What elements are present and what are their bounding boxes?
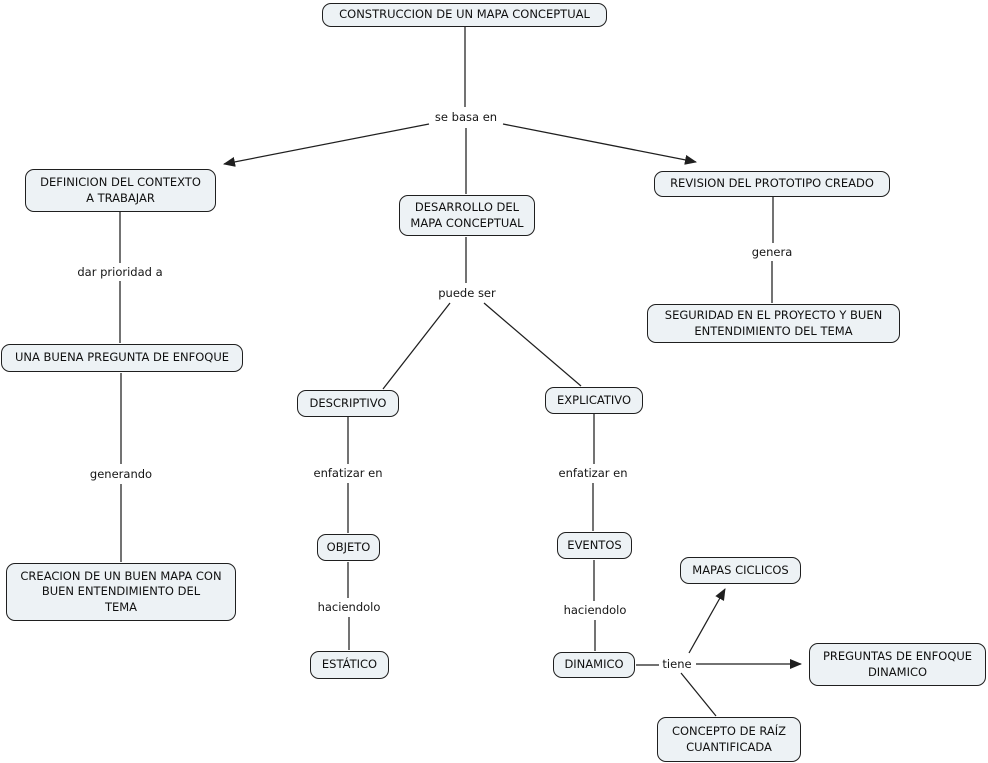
node-dinamico[interactable]: DINAMICO bbox=[553, 652, 635, 678]
node-mapas-ciclicos[interactable]: MAPAS CICLICOS bbox=[680, 557, 801, 584]
edge-tiene-conceptoraiz bbox=[680, 672, 717, 717]
node-seguridad[interactable]: SEGURIDAD EN EL PROYECTO Y BUEN ENTENDIM… bbox=[647, 304, 900, 343]
node-revision[interactable]: REVISION DEL PROTOTIPO CREADO bbox=[654, 171, 890, 197]
link-label-enfatizar-izq[interactable]: enfatizar en bbox=[313, 466, 383, 480]
node-estatico[interactable]: ESTÁTICO bbox=[310, 651, 389, 679]
edge-sebasaen-revision bbox=[502, 123, 697, 165]
link-label-genera[interactable]: genera bbox=[751, 245, 793, 259]
node-preguntas-enfoque[interactable]: PREGUNTAS DE ENFOQUE DINAMICO bbox=[809, 643, 986, 686]
node-creacion[interactable]: CREACION DE UN BUEN MAPA CON BUEN ENTEND… bbox=[6, 563, 236, 621]
link-label-se-basa-en[interactable]: se basa en bbox=[434, 110, 498, 124]
link-label-tiene[interactable]: tiene bbox=[662, 657, 692, 671]
node-objeto[interactable]: OBJETO bbox=[317, 534, 380, 561]
node-descriptivo[interactable]: DESCRIPTIVO bbox=[297, 390, 399, 417]
edge-sebasaen-definicion bbox=[223, 123, 430, 167]
node-desarrollo[interactable]: DESARROLLO DEL MAPA CONCEPTUAL bbox=[399, 195, 535, 236]
link-label-haciendolo-der[interactable]: haciendolo bbox=[563, 603, 627, 617]
edge-puedeser-explicativo bbox=[483, 302, 582, 387]
node-construccion[interactable]: CONSTRUCCION DE UN MAPA CONCEPTUAL bbox=[322, 3, 607, 27]
node-eventos[interactable]: EVENTOS bbox=[557, 532, 632, 559]
link-label-generando[interactable]: generando bbox=[89, 467, 153, 481]
node-una-buena-pregunta[interactable]: UNA BUENA PREGUNTA DE ENFOQUE bbox=[1, 344, 243, 372]
link-label-dar-prioridad[interactable]: dar prioridad a bbox=[77, 265, 163, 279]
link-label-haciendolo-izq[interactable]: haciendolo bbox=[317, 600, 381, 614]
edge-puedeser-descriptivo bbox=[382, 302, 451, 390]
node-concepto-raiz[interactable]: CONCEPTO DE RAÍZ CUANTIFICADA bbox=[657, 717, 801, 762]
link-label-enfatizar-der[interactable]: enfatizar en bbox=[558, 466, 628, 480]
node-definicion[interactable]: DEFINICION DEL CONTEXTO A TRABAJAR bbox=[25, 169, 216, 212]
edge-tiene-mapasciclicos bbox=[688, 588, 726, 654]
link-label-puede-ser[interactable]: puede ser bbox=[438, 286, 496, 300]
node-explicativo[interactable]: EXPLICATIVO bbox=[545, 387, 643, 414]
